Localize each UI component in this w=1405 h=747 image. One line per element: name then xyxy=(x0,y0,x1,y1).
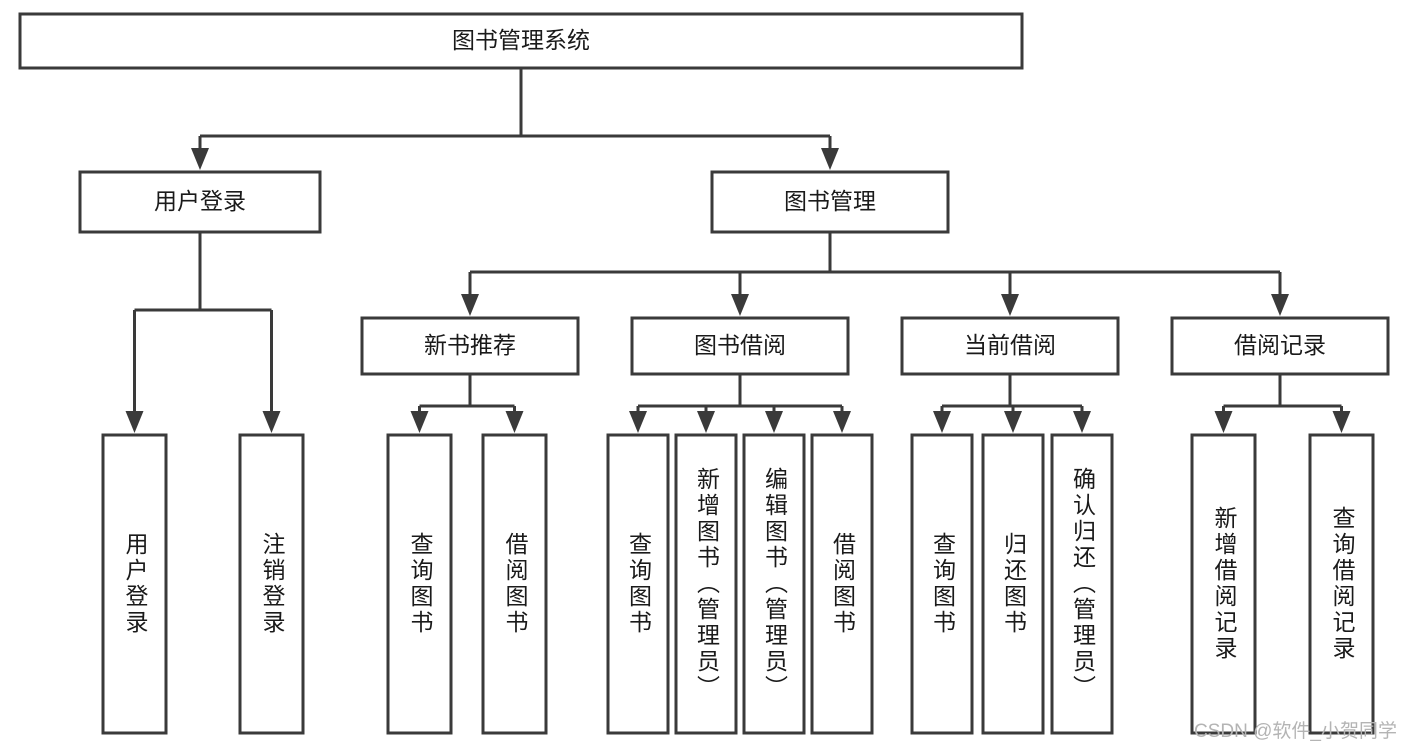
node-newbook[interactable]: 新书推荐 xyxy=(360,316,580,376)
node-borrow[interactable]: 图书借阅 xyxy=(630,316,850,376)
node-leaf-add-book[interactable] xyxy=(674,433,738,735)
node-leaf-borrow-book-2[interactable] xyxy=(810,433,874,735)
node-label-borrow: 图书借阅 xyxy=(694,332,786,358)
node-box-leaf-query-book-3[interactable] xyxy=(910,433,974,735)
node-box-leaf-add-record[interactable] xyxy=(1190,433,1257,735)
arrow-head-icon xyxy=(461,294,479,316)
arrow-head-icon xyxy=(1214,411,1233,433)
arrow-head-icon xyxy=(1332,411,1351,433)
node-leaf-edit-book[interactable] xyxy=(742,433,806,735)
node-box-current[interactable] xyxy=(900,316,1120,376)
arrow-head-icon xyxy=(629,411,647,433)
node-box-leaf-edit-book[interactable] xyxy=(742,433,806,735)
arrow-head-icon xyxy=(125,411,144,433)
node-current[interactable]: 当前借阅 xyxy=(900,316,1120,376)
node-leaf-query-book-3[interactable] xyxy=(910,433,974,735)
arrow-head-icon xyxy=(821,148,839,170)
node-box-leaf-borrow-book-2[interactable] xyxy=(810,433,874,735)
node-box-leaf-borrow-book-1[interactable] xyxy=(481,433,548,735)
node-leaf-add-record[interactable] xyxy=(1190,433,1257,735)
node-label-login: 用户登录 xyxy=(154,188,246,214)
node-label-current: 当前借阅 xyxy=(964,332,1056,358)
arrow-head-icon xyxy=(1271,294,1289,316)
node-leaf-query-record[interactable] xyxy=(1308,433,1375,735)
node-leaf-query-book-2[interactable] xyxy=(606,433,670,735)
arrow-head-icon xyxy=(1073,411,1091,433)
watermark-text: CSDN @软件_小贺同学 xyxy=(1194,721,1397,742)
node-box-leaf-logout[interactable] xyxy=(238,433,305,735)
node-box-leaf-confirm-return[interactable] xyxy=(1050,433,1114,735)
node-root[interactable]: 图书管理系统 xyxy=(18,12,1024,70)
node-leaf-return-book[interactable] xyxy=(981,433,1045,735)
node-leaf-query-book-1[interactable] xyxy=(386,433,453,735)
arrow-head-icon xyxy=(191,148,209,170)
node-label-newbook: 新书推荐 xyxy=(424,332,516,358)
node-box-leaf-query-book-1[interactable] xyxy=(386,433,453,735)
node-leaf-borrow-book-1[interactable] xyxy=(481,433,548,735)
node-box-leaf-user-login[interactable] xyxy=(101,433,168,735)
node-box-records[interactable] xyxy=(1170,316,1390,376)
node-label-root: 图书管理系统 xyxy=(452,27,590,53)
arrow-head-icon xyxy=(697,411,715,433)
node-leaf-logout[interactable] xyxy=(238,433,305,735)
node-box-root[interactable] xyxy=(18,12,1024,70)
node-label-bookmgmt: 图书管理 xyxy=(784,188,876,214)
node-leaf-confirm-return[interactable] xyxy=(1050,433,1114,735)
node-label-records: 借阅记录 xyxy=(1234,332,1326,358)
arrow-head-icon xyxy=(262,411,281,433)
node-box-leaf-query-book-2[interactable] xyxy=(606,433,670,735)
node-leaf-user-login[interactable] xyxy=(101,433,168,735)
arrow-head-icon xyxy=(1001,294,1019,316)
node-box-leaf-add-book[interactable] xyxy=(674,433,738,735)
node-bookmgmt[interactable]: 图书管理 xyxy=(710,170,950,234)
arrow-head-icon xyxy=(933,411,951,433)
node-box-login[interactable] xyxy=(78,170,322,234)
node-box-borrow[interactable] xyxy=(630,316,850,376)
node-login[interactable]: 用户登录 xyxy=(78,170,322,234)
node-box-leaf-query-record[interactable] xyxy=(1308,433,1375,735)
arrow-head-icon xyxy=(765,411,783,433)
arrow-head-icon xyxy=(410,411,429,433)
connector-layer xyxy=(125,68,1351,433)
node-box-bookmgmt[interactable] xyxy=(710,170,950,234)
arrow-head-icon xyxy=(505,411,524,433)
arrow-head-icon xyxy=(833,411,851,433)
node-box-newbook[interactable] xyxy=(360,316,580,376)
node-box-leaf-return-book[interactable] xyxy=(981,433,1045,735)
arrow-head-icon xyxy=(1004,411,1022,433)
arrow-head-icon xyxy=(731,294,749,316)
node-records[interactable]: 借阅记录 xyxy=(1170,316,1390,376)
